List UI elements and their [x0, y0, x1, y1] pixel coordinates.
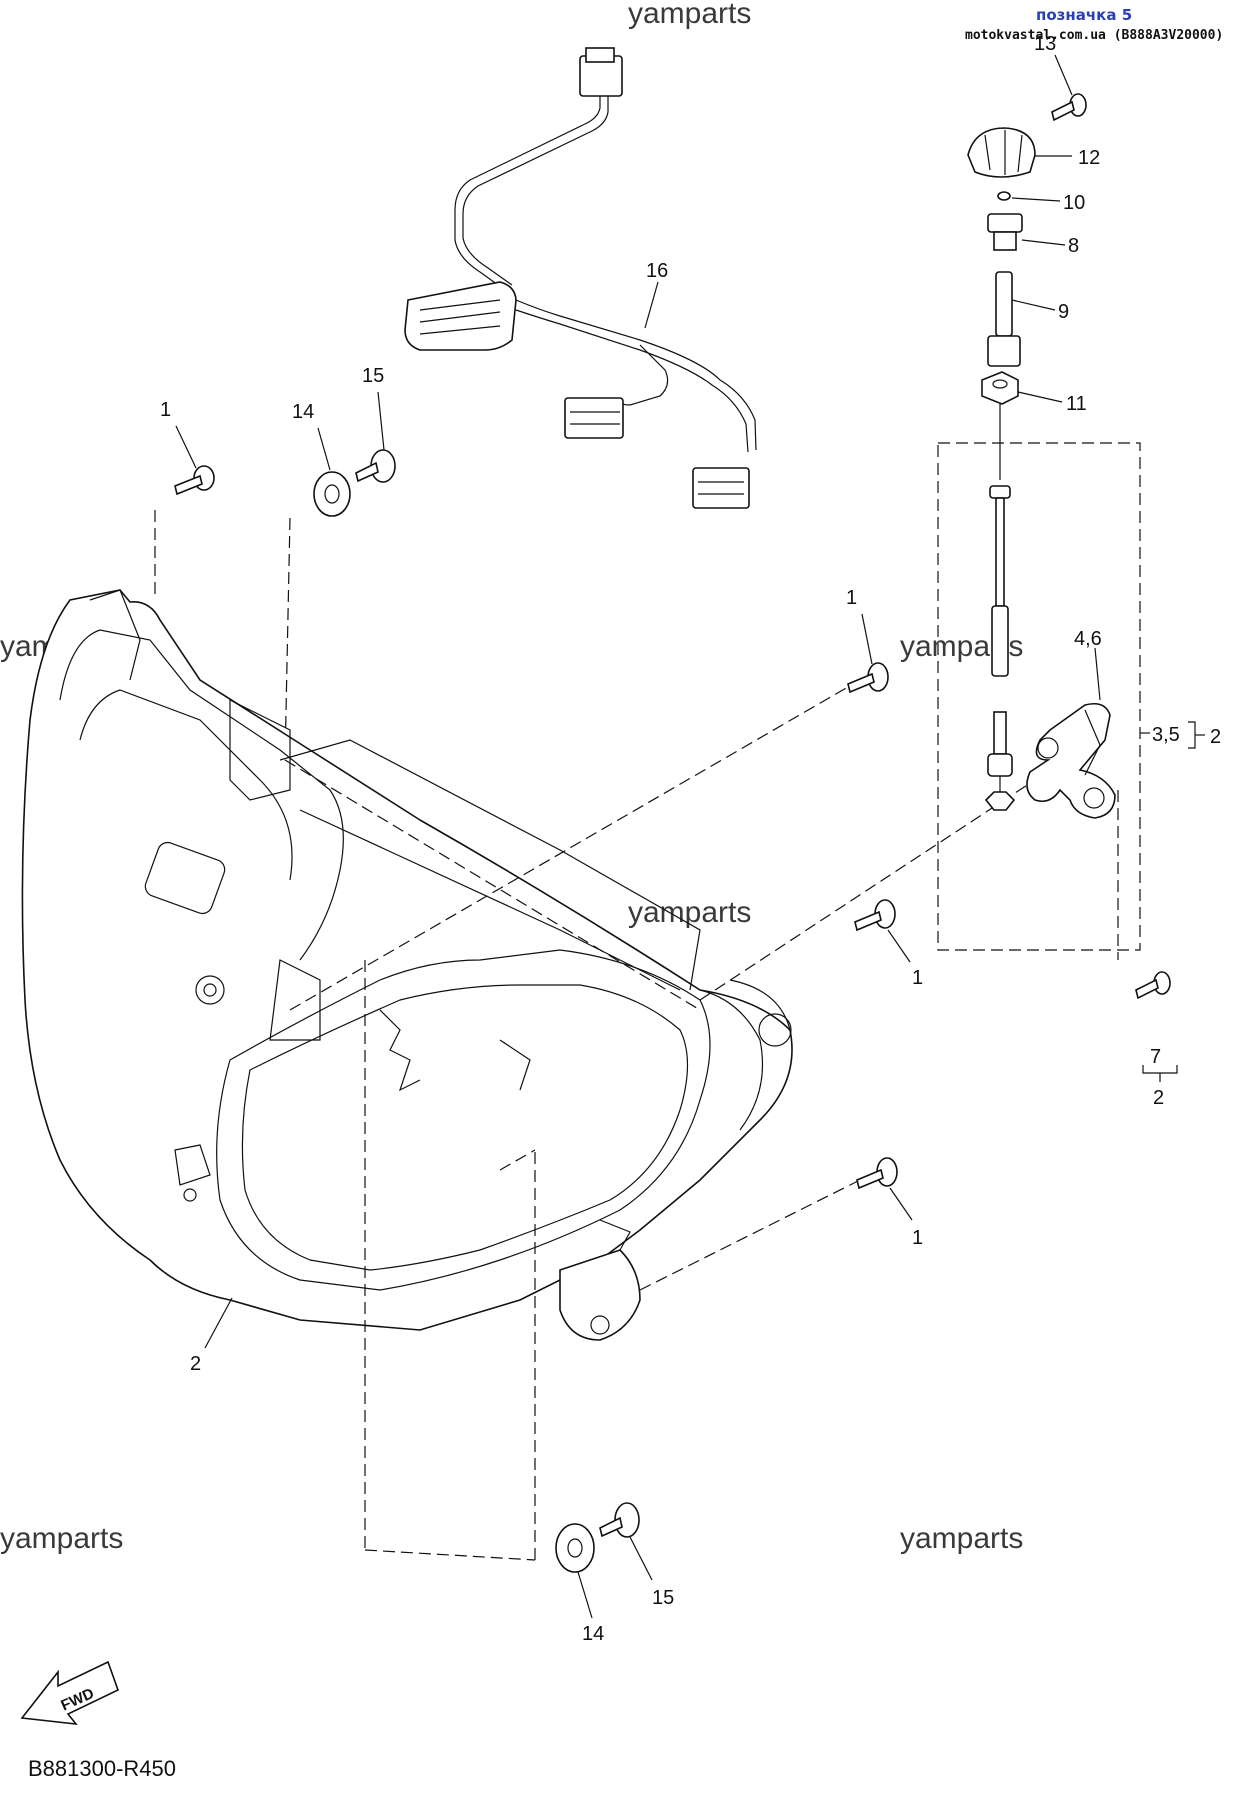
callout-15-top: 15 — [362, 365, 384, 387]
screw-lower-right — [856, 1157, 898, 1190]
adjuster-bracket — [1026, 702, 1116, 819]
callout-2-bracket: 2 — [1210, 726, 1221, 748]
fwd-arrow-icon: FWD — [20, 1660, 119, 1726]
header-source: motokvastal.com.ua (B888A3V20000) — [965, 28, 1223, 43]
callout-12: 12 — [1078, 147, 1100, 169]
callout-1-top: 1 — [160, 399, 171, 421]
callout-1-lower-right: 1 — [912, 1227, 923, 1249]
wiring-harness — [404, 47, 757, 509]
callout-3-5: 3,5 — [1152, 724, 1180, 746]
screw-7 — [1135, 971, 1171, 1000]
callout-16: 16 — [646, 260, 668, 282]
adjuster-knob-12 — [967, 127, 1036, 178]
watermark: yamparts — [0, 1522, 123, 1555]
nut-8 — [987, 213, 1023, 251]
callout-8: 8 — [1068, 235, 1079, 257]
nut-11 — [981, 371, 1019, 405]
header-label: позначка 5 — [1036, 6, 1132, 24]
callout-1-mid-right: 1 — [846, 587, 857, 609]
callout-1-center-right: 1 — [912, 967, 923, 989]
adjuster-group-box — [937, 442, 1141, 951]
screw-mid-right — [847, 662, 889, 694]
callout-11: 11 — [1066, 393, 1087, 415]
screw-15-bottom — [599, 1502, 640, 1538]
watermark: yamparts — [628, 0, 751, 30]
adjuster-rod — [984, 404, 1016, 811]
callout-14-top: 14 — [292, 401, 314, 423]
grommet-top — [313, 471, 351, 517]
callout-9: 9 — [1058, 301, 1069, 323]
diagram-code: B881300-R450 — [28, 1756, 176, 1781]
callout-2-main: 2 — [190, 1353, 201, 1375]
callout-13: 13 — [1034, 33, 1056, 55]
headlight-assembly — [21, 589, 793, 1341]
callout-7: 7 — [1150, 1046, 1161, 1068]
grommet-bottom — [555, 1523, 595, 1573]
callout-2-screw: 2 — [1153, 1087, 1164, 1109]
adjuster-shaft-9 — [987, 271, 1021, 367]
screw-top-left — [174, 465, 215, 496]
callout-15-bottom: 15 — [652, 1587, 674, 1609]
screw-15-top — [355, 449, 396, 483]
callout-10: 10 — [1063, 192, 1085, 214]
screw-13 — [1051, 93, 1087, 122]
callout-14-bottom: 14 — [582, 1623, 604, 1645]
screw-center-right — [854, 899, 896, 932]
ring-10 — [997, 191, 1011, 201]
callout-4-6: 4,6 — [1074, 628, 1102, 650]
watermark: yamparts — [900, 1522, 1023, 1555]
